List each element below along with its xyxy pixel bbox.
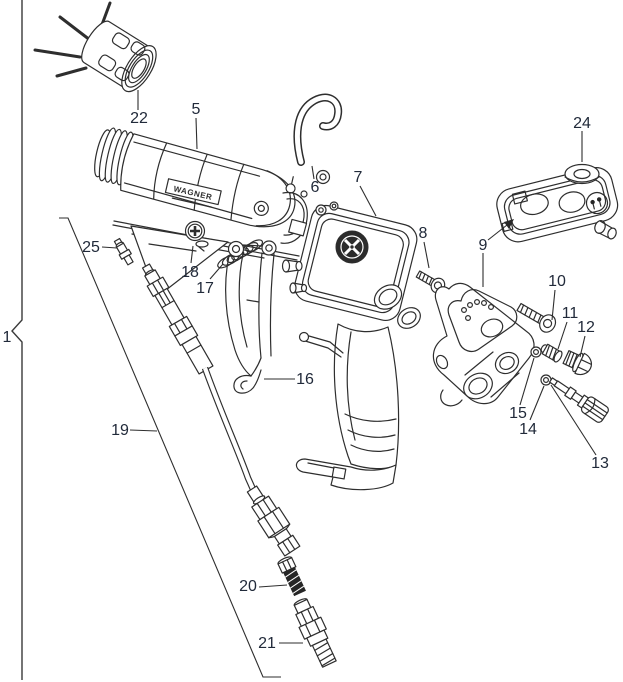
part-14-o-ring bbox=[540, 374, 552, 386]
callout-20: 20 bbox=[239, 578, 257, 595]
callout-10: 10 bbox=[548, 273, 566, 290]
part-19-hose-assembly bbox=[141, 263, 301, 557]
callout-5: 5 bbox=[192, 101, 201, 118]
hose-group-bracket-line bbox=[59, 217, 281, 678]
callout-22: 22 bbox=[130, 110, 148, 127]
part-16-trigger bbox=[225, 240, 277, 394]
part-24-washer bbox=[564, 163, 600, 185]
part-13-valve-stem bbox=[549, 377, 609, 423]
hose-coupling-stack bbox=[246, 485, 301, 557]
callout-13: 13 bbox=[591, 455, 609, 472]
handle bbox=[333, 323, 400, 470]
part-18-screw bbox=[184, 220, 209, 252]
head-port-upper bbox=[373, 284, 403, 310]
part-21-connector-fitting bbox=[293, 598, 337, 668]
callout-17: 17 bbox=[196, 280, 214, 297]
part-15-o-ring bbox=[530, 346, 542, 358]
rear-clamp bbox=[280, 192, 308, 244]
callout-8: 8 bbox=[419, 225, 428, 242]
callout-7: 7 bbox=[354, 169, 363, 186]
part-9-valve-block bbox=[432, 282, 535, 407]
callout-21: 21 bbox=[258, 635, 276, 652]
cover-plate bbox=[496, 167, 619, 243]
assembly-bracket-line bbox=[11, 0, 23, 680]
callout-24: 24 bbox=[573, 115, 591, 132]
part-12-plug bbox=[562, 350, 593, 376]
callout-12: 12 bbox=[577, 319, 595, 336]
callout-25: 25 bbox=[82, 239, 100, 256]
part-20-threaded-plug bbox=[277, 556, 306, 597]
callout-15: 15 bbox=[509, 405, 527, 422]
valve-block-holes bbox=[461, 299, 495, 322]
callout-1: 1 bbox=[3, 329, 12, 346]
part-25-inlet-fitting bbox=[113, 237, 134, 266]
part-6-hook bbox=[293, 93, 343, 185]
callout-18: 18 bbox=[181, 264, 199, 281]
part-11-valve-fitting bbox=[540, 343, 563, 363]
arrowhead bbox=[504, 219, 514, 229]
trigger-lock-lever bbox=[298, 331, 344, 358]
callout-9: 9 bbox=[479, 237, 488, 254]
leader-lines bbox=[101, 90, 597, 644]
head-left-fittings bbox=[281, 259, 308, 294]
part-22-guard-nut bbox=[33, 1, 157, 93]
part-7-head-and-handle bbox=[281, 201, 421, 491]
plate-side-port bbox=[594, 220, 617, 240]
head-port-lower bbox=[397, 307, 421, 329]
callout-labels: 1 5 6 7 8 9 10 11 12 13 14 15 16 17 18 1… bbox=[3, 101, 609, 652]
adjustment-dial bbox=[335, 230, 369, 264]
callout-11: 11 bbox=[562, 305, 579, 322]
handle-foot-hook bbox=[295, 458, 397, 491]
hose-swivel-fitting bbox=[141, 263, 214, 375]
callout-16: 16 bbox=[296, 371, 314, 388]
callout-19: 19 bbox=[111, 422, 129, 439]
part-10-screw bbox=[516, 302, 557, 333]
callout-6: 6 bbox=[311, 179, 320, 196]
callout-14: 14 bbox=[519, 421, 537, 438]
